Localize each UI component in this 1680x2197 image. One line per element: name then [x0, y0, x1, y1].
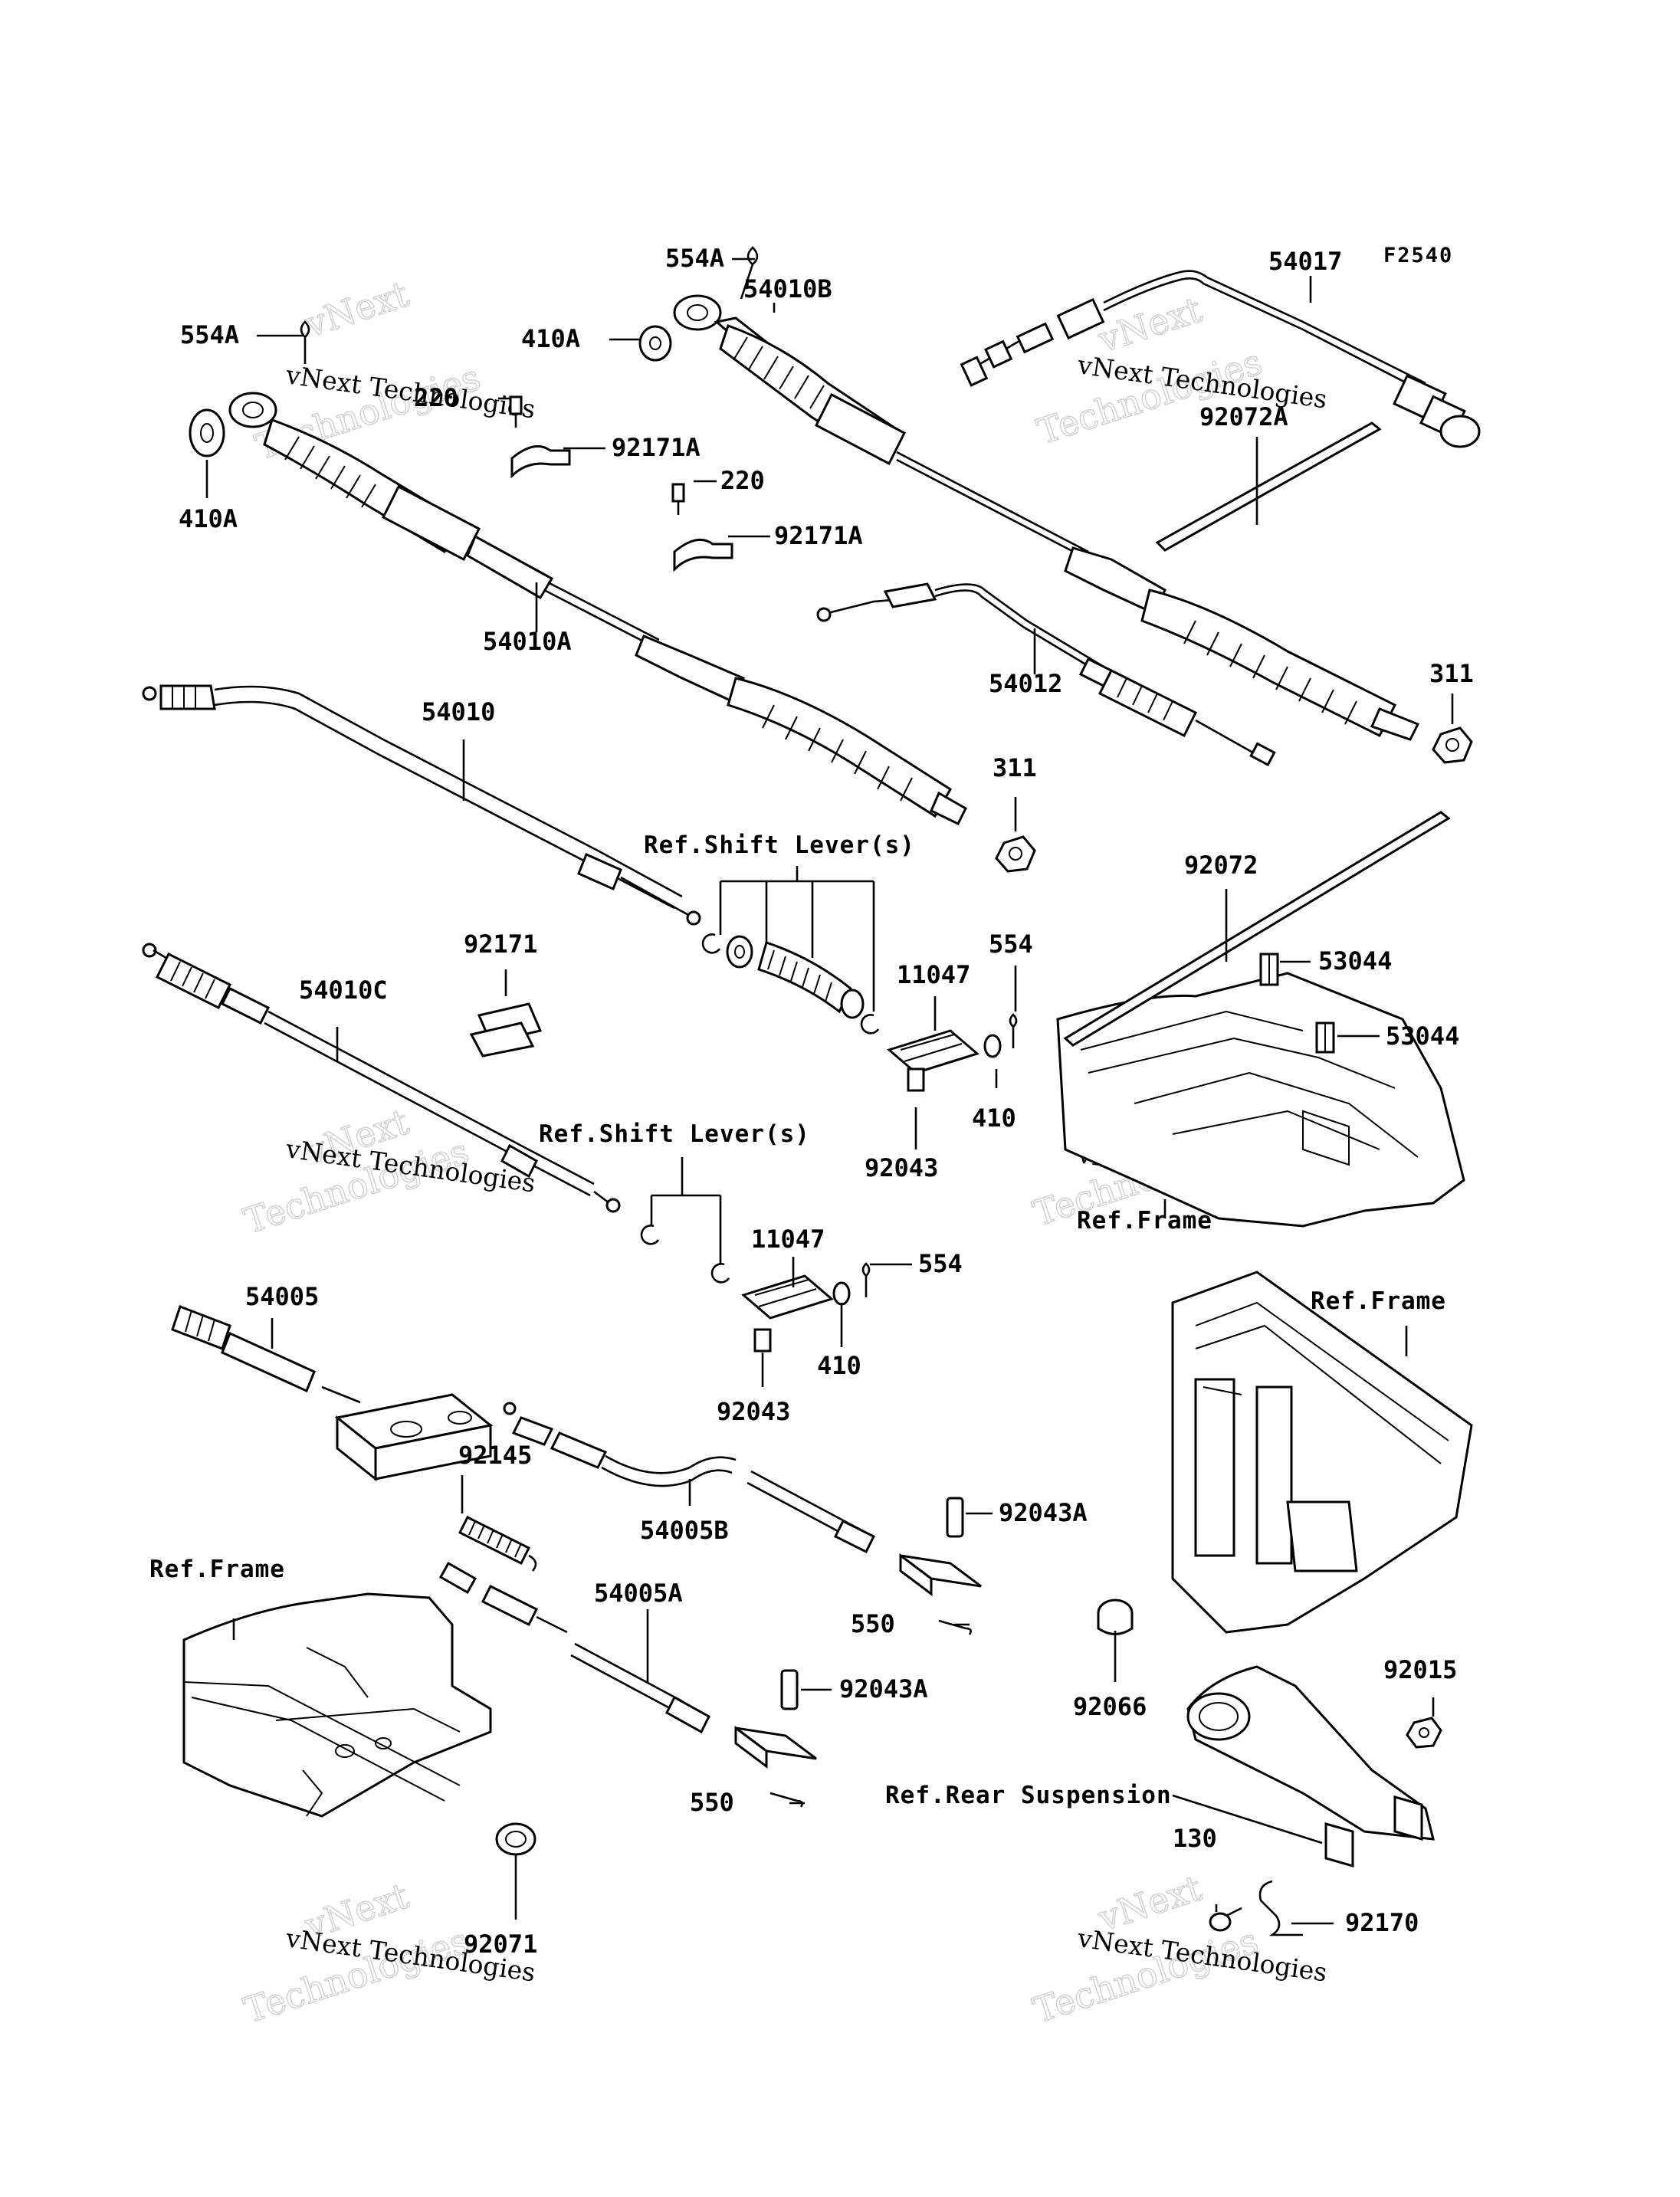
label-311-right: 311	[1429, 659, 1474, 688]
label-53044-b: 53044	[1386, 1021, 1459, 1051]
label-130: 130	[1173, 1824, 1217, 1853]
label-554-b: 554	[918, 1249, 963, 1278]
label-550-b: 550	[690, 1788, 734, 1817]
nut-92015	[1406, 1717, 1442, 1749]
ref-shift-lever-1: Ref.Shift Lever(s)	[644, 831, 915, 859]
label-92071: 92071	[464, 1930, 537, 1959]
label-311-mid: 311	[993, 753, 1037, 782]
svg-text:vNext: vNext	[300, 273, 414, 345]
pin-554a-top	[740, 246, 759, 300]
label-220-b: 220	[720, 466, 765, 495]
rod-right-92043a	[746, 1470, 982, 1635]
label-11047-a: 11047	[897, 960, 970, 989]
part-labels: 554A 54010B 54017 554A 410A 220 92171A 4…	[179, 244, 1474, 1959]
watermark-bottom-right: vNext Technologies vNext Technologies	[1028, 1867, 1329, 2032]
ref-shift-lever-2: Ref.Shift Lever(s)	[539, 1120, 810, 1148]
spring-92145	[458, 1515, 537, 1572]
ref-rear-suspension: Ref.Rear Suspension	[885, 1782, 1172, 1809]
frame-right-top	[1171, 1271, 1473, 1634]
ref-frame-right-mid: Ref.Frame	[1077, 1207, 1212, 1235]
label-92066: 92066	[1073, 1692, 1147, 1721]
label-92072a: 92072A	[1199, 402, 1288, 431]
label-54010c: 54010C	[299, 976, 388, 1005]
cable-54010c	[142, 943, 621, 1213]
bolt-130	[1209, 1907, 1242, 1932]
tie-92072	[1063, 811, 1451, 1047]
label-410a-mid: 410A	[521, 324, 580, 353]
label-410-a: 410	[972, 1103, 1016, 1133]
bolt-220-b	[671, 483, 685, 515]
tie-92072a	[1155, 421, 1382, 552]
clamp-92171a-b	[673, 538, 733, 572]
label-92145: 92145	[458, 1441, 532, 1470]
shift-lever-group-2	[640, 1225, 871, 1353]
label-92043a-a: 92043A	[999, 1498, 1088, 1527]
cable-54005	[171, 1305, 494, 1482]
leader-lines	[205, 257, 1454, 1925]
label-92170: 92170	[1345, 1908, 1419, 1937]
label-554a-left: 554A	[180, 320, 239, 349]
figure-code: F2540	[1383, 244, 1453, 267]
ref-frame-right-top: Ref.Frame	[1311, 1287, 1446, 1315]
frame-left	[182, 1592, 492, 1818]
label-92043-a: 92043	[865, 1153, 938, 1182]
label-54005b: 54005B	[640, 1516, 729, 1545]
label-92171: 92171	[464, 930, 537, 959]
reference-labels: Ref.Shift Lever(s) Ref.Shift Lever(s) Re…	[149, 831, 1446, 1809]
label-220-a: 220	[414, 383, 458, 412]
label-92171a-a: 92171A	[612, 433, 701, 462]
label-92015: 92015	[1383, 1655, 1457, 1684]
rear-suspension	[1186, 1665, 1435, 1867]
label-54005a: 54005A	[594, 1579, 683, 1608]
label-54005: 54005	[245, 1282, 319, 1311]
watermark-mid-left: vNext Technologies vNext Technologies	[238, 1100, 537, 1243]
label-410-b: 410	[817, 1351, 861, 1380]
label-92043a-b: 92043A	[839, 1674, 928, 1703]
nut-311-right	[1432, 726, 1473, 764]
washer-410a-left	[189, 408, 225, 457]
label-550-a: 550	[851, 1609, 895, 1638]
label-11047-b: 11047	[751, 1225, 825, 1254]
label-54012: 54012	[989, 669, 1062, 698]
clamp-92171a-a	[510, 444, 571, 479]
cable-54005b	[503, 1402, 737, 1487]
label-54010a: 54010A	[483, 627, 572, 656]
clips-53044	[1259, 953, 1335, 1054]
nut-311-mid	[995, 835, 1036, 873]
label-410a-left: 410A	[179, 504, 238, 533]
ref-frame-left: Ref.Frame	[149, 1556, 285, 1583]
label-554-a: 554	[989, 930, 1033, 959]
cable-54010a	[228, 392, 967, 825]
label-54010: 54010	[422, 697, 495, 726]
label-92171a-b: 92171A	[774, 521, 863, 550]
shift-lever-group-1	[701, 933, 1018, 1092]
cable-54010	[142, 684, 701, 926]
clamp-92171	[469, 1002, 543, 1058]
cable-54012	[816, 582, 1276, 767]
cable-54010b	[673, 294, 1420, 741]
rod-54005a	[438, 1561, 817, 1808]
label-554a-top: 554A	[665, 244, 724, 273]
label-92043-b: 92043	[717, 1397, 790, 1426]
label-92072: 92072	[1184, 851, 1258, 880]
label-53044-a: 53044	[1318, 946, 1392, 976]
grommet-92071	[495, 1822, 536, 1856]
washer-410a-mid	[638, 325, 672, 362]
cable-54017	[960, 270, 1481, 448]
label-54010b: 54010B	[743, 274, 832, 303]
pin-554a-left	[300, 320, 310, 364]
pin-92170	[1258, 1880, 1303, 1936]
grommet-92066	[1097, 1599, 1134, 1635]
label-54017: 54017	[1268, 247, 1342, 276]
bolt-220-a	[509, 395, 523, 428]
